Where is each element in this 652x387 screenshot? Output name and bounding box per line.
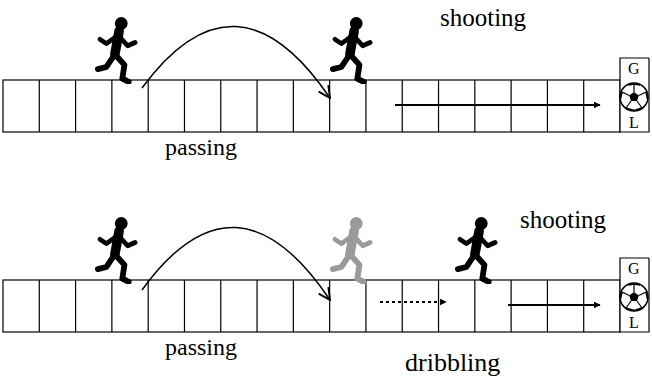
action-label: shooting [520,206,606,234]
player-faded [333,217,370,282]
player [98,217,135,282]
pass-arc [142,227,330,300]
player [98,17,135,82]
ball [620,83,648,111]
goal-letter: L [629,314,639,332]
ball [620,283,648,311]
shot-arrow [508,304,600,306]
goal [620,58,649,132]
action-label: dribbling [405,349,500,378]
dribble-arrow [380,301,446,303]
goal-letter: L [629,114,639,132]
action-label: passing [165,134,237,160]
action-label: shooting [440,4,526,32]
player [458,217,495,282]
field-strip [3,80,620,132]
goal [620,258,649,332]
field-strip [3,280,620,332]
shot-arrow [395,104,600,106]
player [333,17,370,82]
pass-arc [142,26,330,98]
action-label: passing [165,334,237,360]
goal-letter: G [628,260,640,278]
goal-letter: G [628,60,640,78]
